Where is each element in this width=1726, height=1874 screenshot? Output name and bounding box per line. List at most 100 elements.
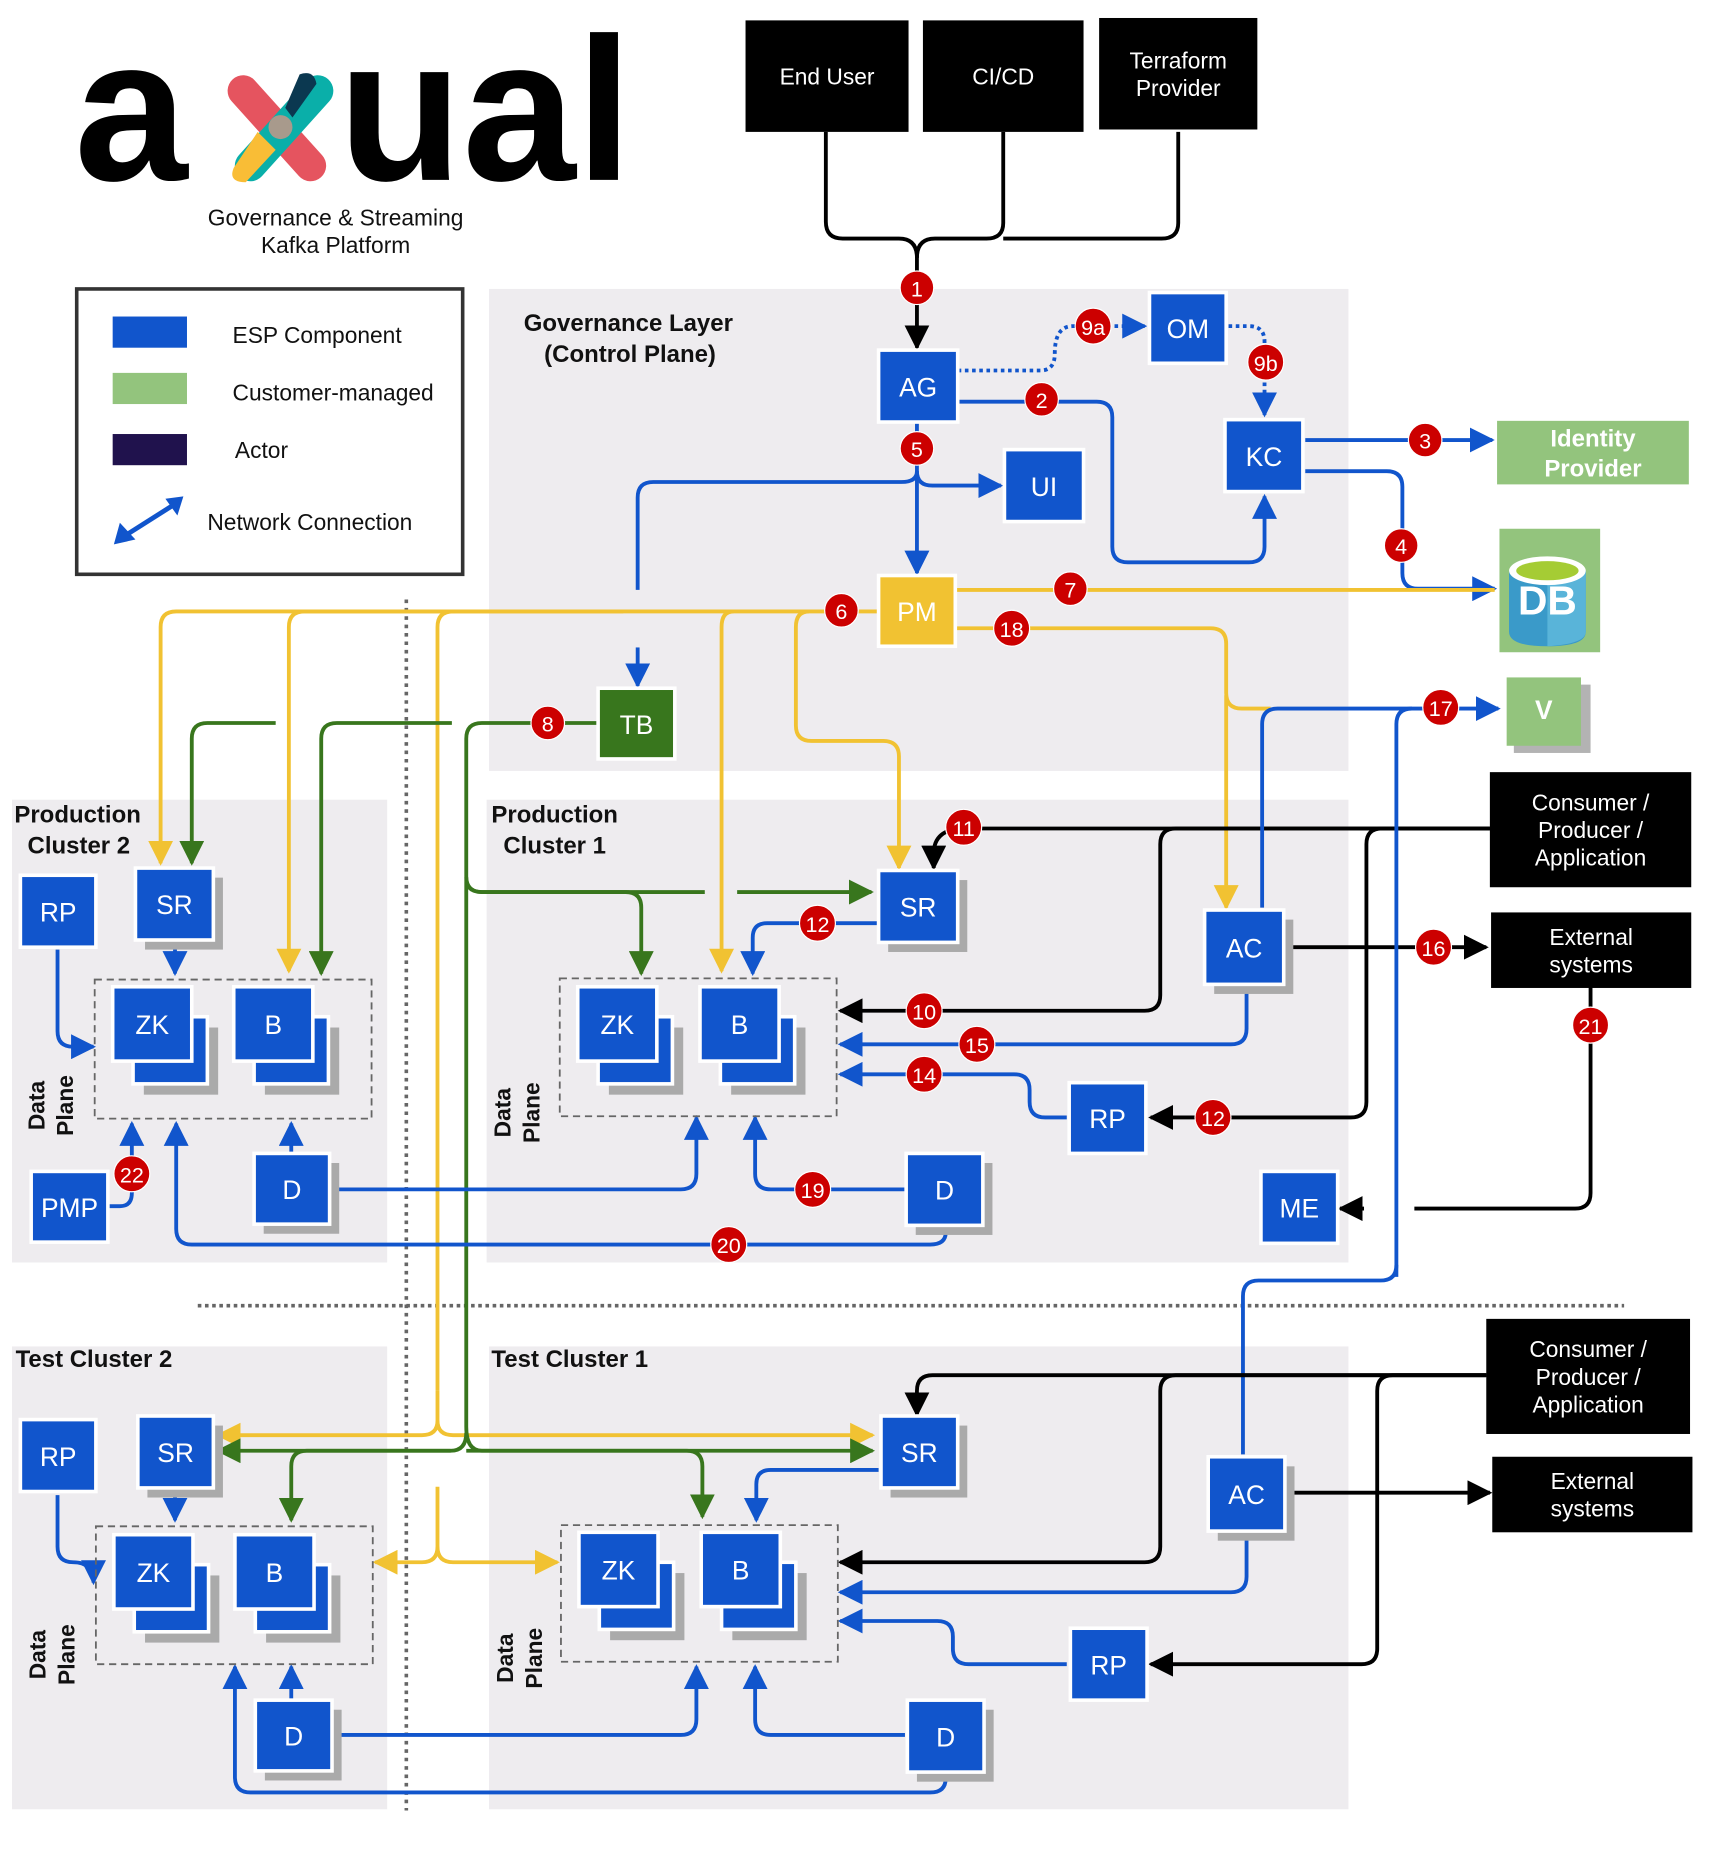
step-badge-22: 22 — [113, 1155, 151, 1193]
logo-letter-a: a — [74, 0, 189, 224]
test2-rest-proxy-node[interactable]: RP — [18, 1417, 98, 1494]
external-to-me-1 — [1414, 986, 1593, 1211]
prod-external-systems-actor-label-1: External — [1549, 924, 1633, 950]
test1-zookeeper-node[interactable]: ZK — [577, 1530, 685, 1641]
test-external-systems-actor-label-1: External — [1551, 1468, 1635, 1494]
test-consumer-producer-actor[interactable]: Consumer /Producer /Application — [1486, 1318, 1691, 1434]
network-connection-arrow-icon — [113, 496, 184, 545]
ui-node-label: UI — [1031, 472, 1057, 502]
test2-schema-registry-node-label: SR — [157, 1438, 194, 1468]
step-badge-label: 9a — [1081, 315, 1105, 340]
cicd-to-ag — [915, 131, 1006, 258]
end-user-actor-label-1: End User — [780, 64, 875, 90]
test1-schema-registry-node[interactable]: SR — [879, 1414, 968, 1498]
test2-d-to-test1-dp — [333, 1664, 709, 1737]
api-gateway-node[interactable]: AG — [876, 348, 960, 424]
prod1-connect-node[interactable]: AC — [1202, 908, 1294, 994]
tb-to-test1-b — [466, 1448, 715, 1520]
platform-manager-node[interactable]: PM — [876, 573, 958, 649]
database-node[interactable]: DB — [1499, 528, 1601, 653]
prod2-pmp-node[interactable]: PMP — [29, 1169, 110, 1244]
prod2-zookeeper-node[interactable]: ZK — [110, 984, 219, 1095]
test-cluster-2-title: Test Cluster 2 — [16, 1346, 173, 1373]
test1-distributor-node-label: D — [936, 1722, 955, 1752]
prod2-d-to-prod1-dp — [332, 1114, 709, 1192]
test1-connect-node[interactable]: AC — [1206, 1454, 1295, 1541]
pm-to-test2-sr — [215, 1420, 440, 1448]
test-ac-to-dp — [837, 1532, 1249, 1605]
prod1-broker-node[interactable]: B — [698, 984, 806, 1095]
test-consumer-producer-actor-label-2: Producer / — [1536, 1364, 1642, 1390]
step-badge-14: 14 — [905, 1055, 943, 1093]
step-badge-label: 5 — [911, 437, 923, 462]
prod-cluster-2-title-1: Production — [14, 801, 140, 828]
ui-node[interactable]: UI — [1002, 447, 1086, 524]
rp-to-prod1-dp — [837, 1061, 1067, 1120]
step-badge-1: 1 — [899, 270, 935, 306]
test2-distributor-node[interactable]: D — [253, 1698, 342, 1781]
test2-broker-node[interactable]: B — [233, 1532, 341, 1643]
keycloak-node[interactable]: KC — [1223, 417, 1305, 494]
test1-rest-proxy-node-label: RP — [1090, 1650, 1127, 1680]
prod1-zookeeper-node[interactable]: ZK — [575, 984, 684, 1095]
cpa-to-prod1-rp — [1148, 826, 1490, 1130]
keycloak-node-label: KC — [1246, 442, 1283, 472]
operation-manager-node[interactable]: OM — [1147, 290, 1228, 366]
test-cpa-to-dp — [837, 1373, 1487, 1575]
metrics-exporter-node-label: ME — [1280, 1194, 1320, 1224]
test1-d-to-test2-dp — [222, 1664, 948, 1795]
test1-broker-node[interactable]: B — [699, 1530, 807, 1641]
step-badge-label: 2 — [1036, 388, 1048, 413]
metrics-exporter-node[interactable]: ME — [1259, 1169, 1340, 1246]
prod2-rest-proxy-node[interactable]: RP — [18, 873, 98, 949]
test-ac-to-v-1 — [1394, 706, 1413, 1277]
prod1-distributor-node[interactable]: D — [904, 1151, 993, 1235]
prod1-sr-to-b — [740, 921, 879, 977]
step-badge-label: 16 — [1422, 936, 1446, 961]
prod1-rest-proxy-node[interactable]: RP — [1067, 1080, 1148, 1156]
test-rp-to-dp — [837, 1608, 1067, 1667]
logo-x-mark-icon — [227, 73, 334, 183]
test1-d-to-test1-dp — [742, 1664, 905, 1737]
test2-schema-registry-node[interactable]: SR — [136, 1414, 223, 1498]
prod-consumer-producer-actor[interactable]: Consumer /Producer /Application — [1489, 772, 1692, 888]
step-badge-2: 2 — [1024, 381, 1059, 417]
prod1-d-to-prod2-dp — [163, 1120, 948, 1247]
prod2-distributor-node[interactable]: D — [252, 1151, 340, 1234]
test1-rest-proxy-node[interactable]: RP — [1068, 1626, 1149, 1702]
prod1-schema-registry-node[interactable]: SR — [876, 868, 968, 952]
test2-rest-proxy-node-label: RP — [40, 1442, 77, 1472]
prod2-schema-registry-node[interactable]: SR — [133, 866, 223, 950]
prod2-zookeeper-node-label: ZK — [135, 1010, 169, 1040]
prod2-plane-label: Plane — [52, 1075, 78, 1136]
vault-node[interactable]: V — [1506, 677, 1591, 753]
ag-to-kc — [957, 399, 1278, 565]
identity-provider-node[interactable]: Identity Provider — [1497, 420, 1689, 485]
step-badge-label: 12 — [805, 912, 829, 937]
axual-logo: a ual Governance & Streaming Kafka Platf… — [74, 0, 632, 258]
prod2-broker-node[interactable]: B — [231, 984, 340, 1095]
test2-zookeeper-node-label: ZK — [137, 1558, 171, 1588]
pm-to-test-bus — [435, 609, 624, 1391]
test1-broker-node-label: B — [732, 1556, 750, 1586]
identity-provider-label-2: Provider — [1544, 455, 1641, 482]
test-consumer-producer-actor-label-3: Application — [1532, 1391, 1643, 1417]
test1-distributor-node[interactable]: D — [905, 1698, 994, 1782]
test2-plane-label: Plane — [53, 1624, 79, 1685]
test2-zookeeper-node[interactable]: ZK — [112, 1532, 220, 1643]
tb-to-test2-sr — [215, 1432, 469, 1464]
step-badge-label: 1 — [911, 276, 923, 301]
end-user-actor[interactable]: End User — [745, 20, 909, 132]
pm-to-prod2-sr — [148, 609, 879, 866]
cicd-actor[interactable]: CI/CD — [922, 20, 1084, 132]
topic-browser-node[interactable]: TB — [596, 686, 677, 761]
step-badge-12: 12 — [798, 904, 837, 942]
step-badge-9b: 9b — [1247, 343, 1285, 381]
pm-to-prod1-sr — [793, 609, 912, 871]
governance-title-2: (Control Plane) — [544, 341, 716, 368]
step-badge-label: 4 — [1395, 534, 1407, 559]
